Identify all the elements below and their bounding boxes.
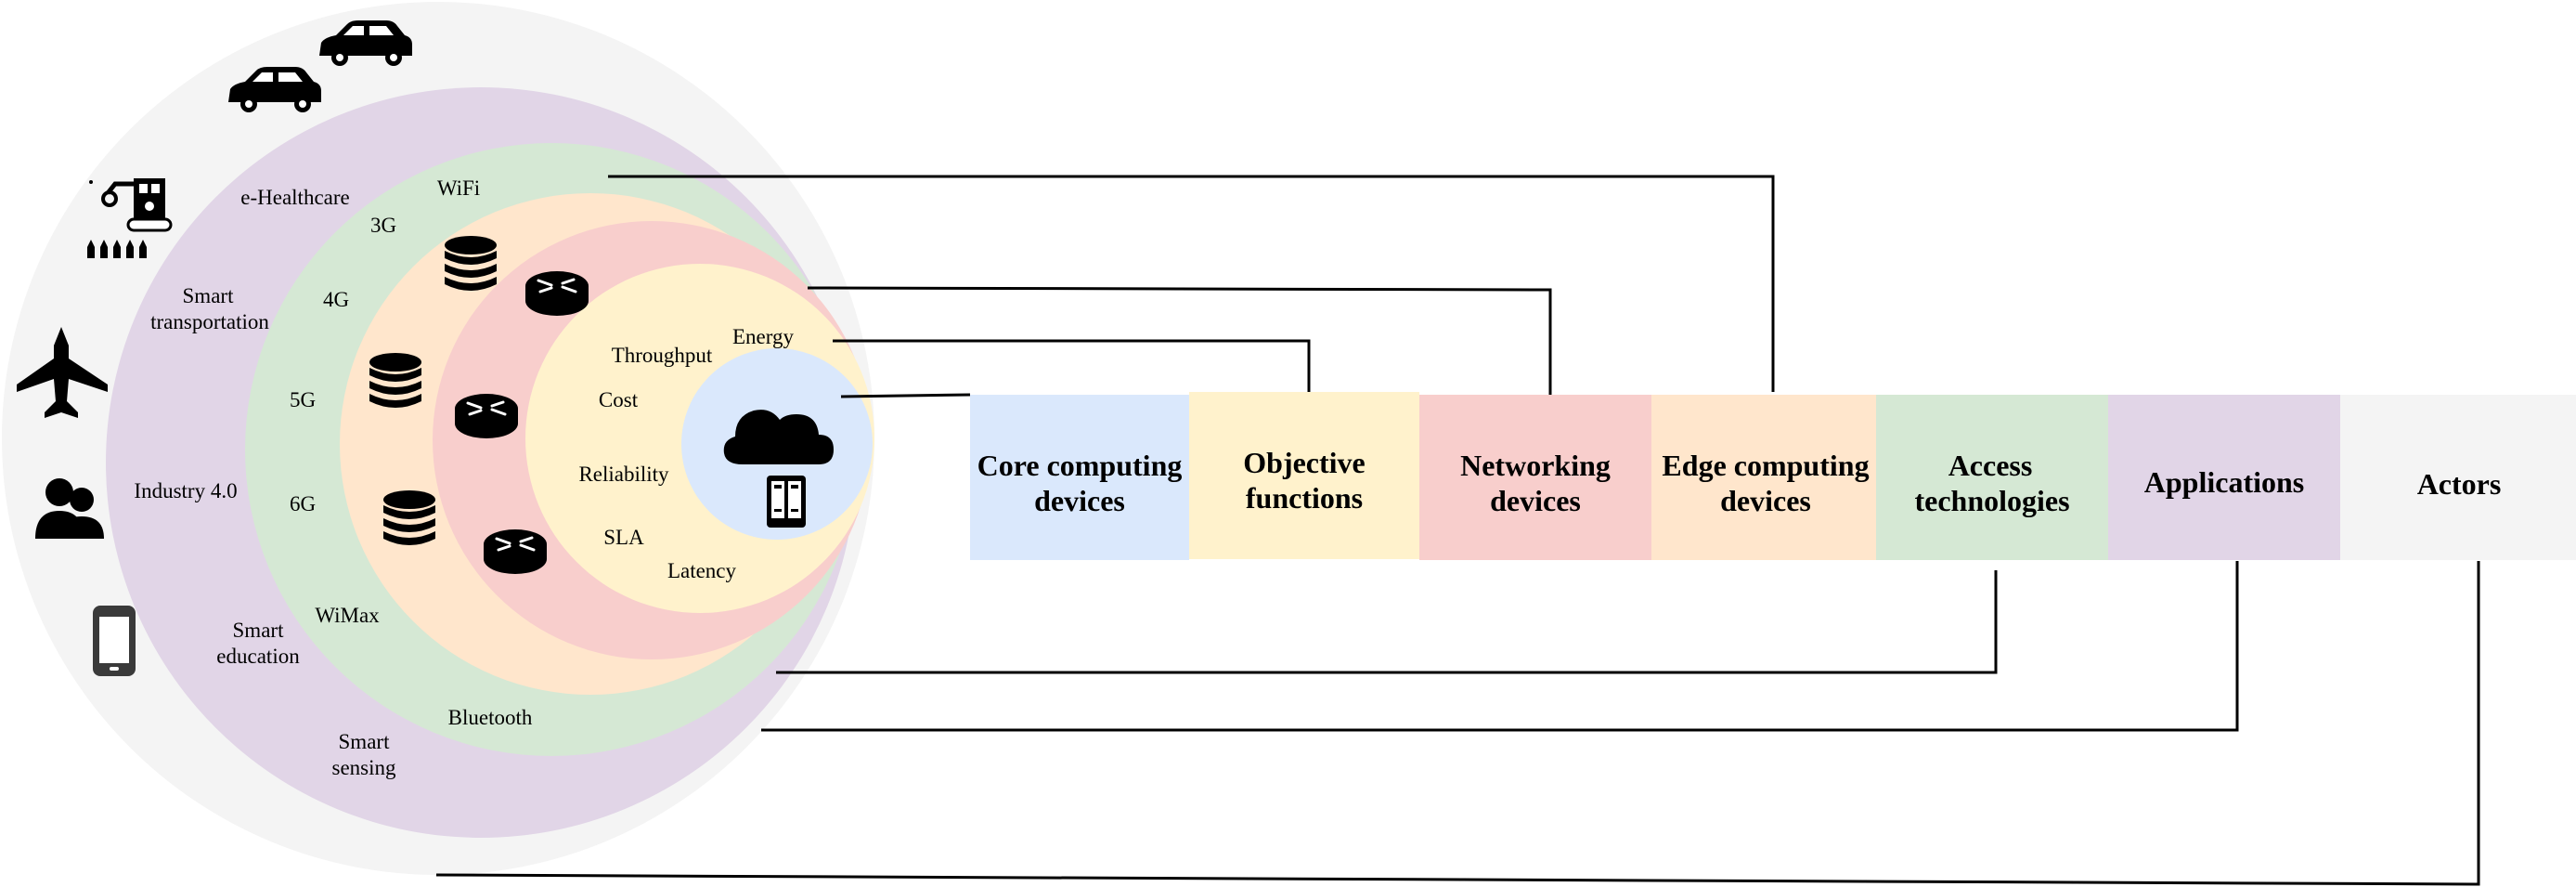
box-edge-line1: Edge computing: [1662, 449, 1869, 482]
connector-access: [776, 570, 1998, 674]
robot-arm-icon: [87, 178, 173, 258]
label-sla: SLA: [603, 526, 644, 549]
label-smart-transportation-line1: Smart: [183, 284, 235, 307]
label-wimax: WiMax: [315, 604, 380, 627]
box-objective-functions: Objective functions: [1189, 392, 1419, 559]
box-access-line2: technologies: [1914, 484, 2069, 517]
label-6g: 6G: [290, 492, 316, 515]
cloud-server-icon: [723, 410, 834, 528]
label-reliability: Reliability: [578, 463, 669, 486]
box-applications: Applications: [2108, 395, 2340, 560]
box-objective-line2: functions: [1246, 481, 1363, 515]
label-4g: 4G: [323, 288, 349, 311]
box-networking-line2: devices: [1490, 484, 1581, 517]
label-wifi: WiFi: [437, 176, 480, 200]
box-core-line2: devices: [1034, 484, 1125, 517]
access-labels: WiFi 3G 4G 5G 6G WiMax Bluetooth: [290, 176, 533, 729]
label-bluetooth: Bluetooth: [448, 706, 533, 729]
layer-rings: [2, 2, 874, 875]
smartphone-icon: [93, 606, 136, 676]
connector-networking: [807, 286, 1552, 401]
connector-applications: [761, 561, 2239, 732]
box-edge-computing-devices: Edge computing devices: [1651, 395, 1876, 560]
connector-core: [840, 393, 971, 398]
label-energy: Energy: [732, 325, 795, 348]
connector-lines: [435, 175, 2480, 886]
label-smart-education-line1: Smart: [233, 619, 285, 642]
actor-icons: [17, 20, 412, 676]
router-icon: [482, 528, 549, 576]
label-cost: Cost: [599, 388, 639, 411]
airplane-icon: [17, 327, 108, 418]
label-3g: 3G: [370, 214, 396, 237]
box-core-line1: Core computing: [977, 449, 1183, 482]
application-labels: e-Healthcare Smart transportation Indust…: [134, 186, 396, 779]
connector-edge: [608, 175, 1775, 392]
box-networking-line1: Networking: [1460, 449, 1611, 482]
box-networking-devices: Networking devices: [1419, 395, 1651, 560]
label-throughput: Throughput: [612, 344, 713, 367]
users-icon: [35, 478, 104, 539]
box-applications-label: Applications: [2144, 465, 2304, 499]
layer-boxes: Core computing devices Objective functio…: [970, 392, 2576, 560]
label-ehealthcare: e-Healthcare: [240, 186, 349, 209]
label-smart-transportation-line2: transportation: [150, 310, 269, 333]
box-actors-label: Actors: [2417, 467, 2502, 501]
label-smart-sensing-line2: sensing: [332, 756, 397, 779]
router-icon: [453, 392, 520, 440]
box-access-line1: Access: [1948, 449, 2033, 482]
box-actors: Actors: [2340, 395, 2576, 560]
label-latency: Latency: [667, 559, 737, 582]
router-icon: [524, 269, 590, 318]
box-objective-line1: Objective: [1243, 446, 1366, 479]
label-smart-education-line2: education: [216, 645, 300, 668]
box-edge-line2: devices: [1720, 484, 1811, 517]
label-5g: 5G: [290, 388, 316, 411]
box-core-computing-devices: Core computing devices: [970, 395, 1189, 560]
objective-labels: Throughput Energy Cost Reliability SLA L…: [578, 325, 794, 582]
connector-objective: [833, 339, 1311, 392]
label-industry-4: Industry 4.0: [134, 479, 237, 502]
connector-actors: [435, 561, 2480, 886]
box-access-technologies: Access technologies: [1876, 395, 2108, 560]
label-smart-sensing-line1: Smart: [339, 730, 391, 753]
